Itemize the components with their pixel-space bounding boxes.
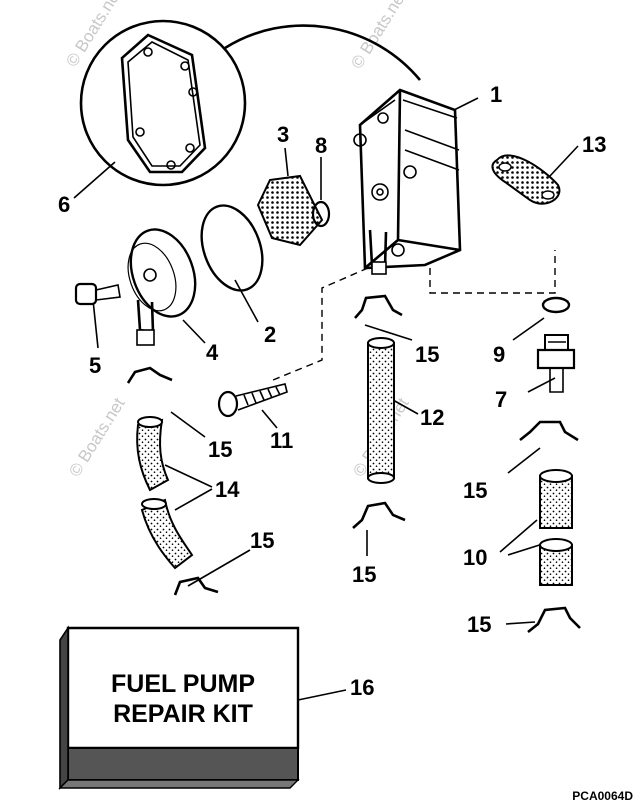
callout-8: 8 (315, 133, 327, 158)
callout-labels: 1 2 3 4 5 6 7 8 9 10 11 12 13 14 15 15 1… (58, 82, 606, 700)
callout-5: 5 (89, 353, 101, 378)
callout-12: 12 (420, 405, 444, 430)
callout-11: 11 (270, 428, 293, 453)
curved-hoses (136, 416, 194, 570)
callout-15f: 15 (467, 612, 491, 637)
callout-15b: 15 (208, 437, 232, 462)
drawing-code: PCA0064D (572, 789, 633, 803)
short-hoses (539, 469, 573, 586)
callout-14: 14 (215, 477, 240, 502)
fuel-pump-body (353, 88, 462, 275)
hose-clamps (126, 294, 581, 634)
callout-2: 2 (264, 322, 276, 347)
callout-15c: 15 (250, 528, 274, 553)
callout-4: 4 (206, 340, 219, 365)
detail-circle-gasket (79, 19, 421, 187)
large-o-ring (200, 204, 264, 292)
screen-filter (256, 174, 324, 247)
kit-label-line1: FUEL PUMP (111, 670, 255, 698)
callout-3: 3 (277, 122, 289, 147)
diaphragm (127, 228, 197, 346)
callout-16: 16 (350, 675, 374, 700)
callout-9: 9 (493, 342, 505, 367)
callout-15e: 15 (463, 478, 487, 503)
callout-13: 13 (582, 132, 606, 157)
washer (541, 296, 571, 314)
callout-7: 7 (495, 387, 507, 412)
callout-1: 1 (490, 82, 502, 107)
outlet-gasket (491, 154, 561, 205)
fuel-fitting (536, 334, 576, 393)
thumb-screw (74, 282, 121, 306)
callout-10: 10 (463, 545, 487, 570)
long-screw (217, 383, 288, 418)
callout-15d: 15 (352, 562, 376, 587)
vertical-hose (367, 337, 395, 484)
callout-15a: 15 (415, 342, 439, 367)
kit-label-line2: REPAIR KIT (113, 700, 253, 728)
small-o-ring (311, 200, 331, 228)
repair-kit-box: FUEL PUMP REPAIR KIT (58, 625, 300, 790)
watermark-mid-left: © Boats.net (65, 394, 128, 480)
callout-6: 6 (58, 192, 70, 217)
